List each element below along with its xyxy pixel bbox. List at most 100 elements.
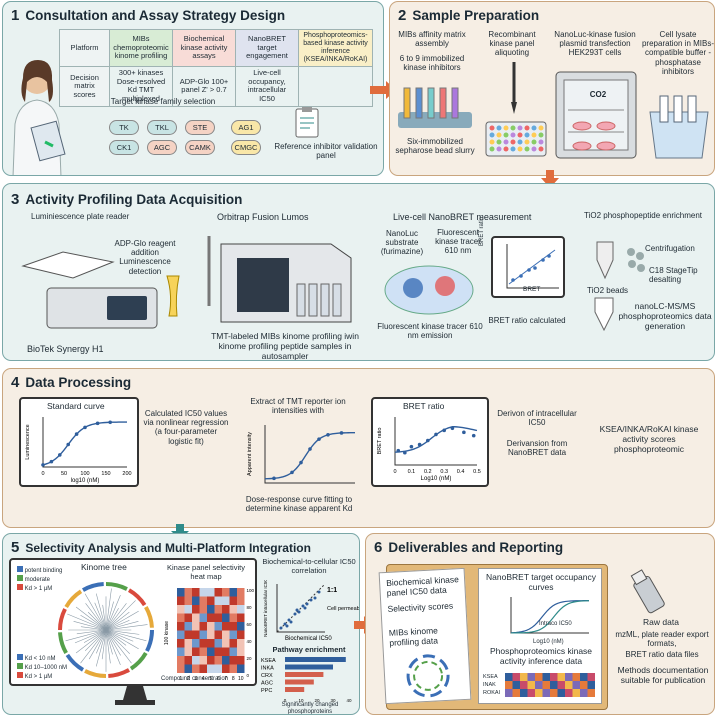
heat-cell [237, 630, 245, 639]
document-biochem: Biochemical kinase panel IC50 data Selec… [378, 567, 472, 705]
tree-branch [94, 602, 107, 631]
heat-cell [214, 588, 222, 597]
inhibitors-label: 6 to 9 immobilized kinase inhibitors [399, 54, 465, 73]
orbitrap-label: Orbitrap Fusion Lumos [217, 212, 309, 222]
heat-cell [214, 613, 222, 622]
mini-kinome-tree [406, 654, 450, 698]
plate-well [538, 132, 544, 138]
path-bar [285, 672, 324, 677]
bret-mini-points [511, 254, 551, 282]
bret-xtick: 0.4 [457, 469, 465, 475]
ph-cell [580, 681, 588, 689]
ph-cell [542, 673, 550, 681]
heat-cell [207, 639, 215, 648]
plate-well [538, 146, 544, 152]
tree-legend-bottom: Kd < 10 nM Kd 10–1000 nM Kd > 1 μM [17, 654, 67, 681]
tree-arc [129, 651, 148, 671]
nanobret-live-label: Live-cell NanoBRET measurement [393, 212, 532, 222]
heat-cell [177, 622, 185, 631]
heat-cell [199, 596, 207, 605]
tree-branch [84, 629, 107, 652]
tio2-beads-label: TiO2 beads [587, 286, 629, 295]
plate-well [524, 139, 530, 145]
heat-cell [192, 596, 200, 605]
biochem-ic50-label: Biochemical kinase panel IC50 data [385, 574, 460, 598]
path-label: AGC [261, 681, 273, 687]
tree-arc [82, 582, 104, 592]
bret-point [396, 448, 401, 453]
heat-cell [192, 639, 200, 648]
occ-axes [510, 597, 589, 634]
bead-slurry-label: Six-immobilized sepharose bead slurry [395, 137, 475, 156]
bret-point [450, 426, 455, 431]
heat-cell [199, 656, 207, 665]
heat-cell [184, 656, 192, 665]
corr-point [309, 598, 313, 602]
heat-cell [214, 622, 222, 631]
occ-curve [510, 600, 590, 634]
reference-panel-label: Reference inhibitor validation panel [274, 142, 378, 161]
corr-ylabel: NanoBRET intracellular IC50 [263, 580, 268, 637]
derivansion-label: Derivansion from NanoBRET data [506, 439, 568, 458]
tree-branch [105, 595, 121, 631]
ph-cell [572, 681, 580, 689]
ph-cell [557, 681, 565, 689]
ph-cell [587, 681, 595, 689]
dose-point [299, 460, 303, 465]
heat-cell [207, 647, 215, 656]
bret-xlabel: Log10 (nM) [421, 476, 452, 482]
decision-matrix-table: Platform MIBs chemoproteomic kinome prof… [59, 28, 373, 107]
corr-point [287, 618, 291, 622]
heat-cell [199, 605, 207, 614]
tree-branch [105, 611, 130, 631]
tree-branch [65, 629, 107, 642]
family-chip-ag1: AG1 [231, 120, 261, 135]
family-title: Target kinase family selection [110, 97, 216, 106]
heatmap-title: Kinase panel selectivity heat map [167, 563, 245, 581]
corr-point [313, 596, 317, 600]
heat-cell [177, 596, 185, 605]
dose-point [339, 431, 344, 435]
col-biochemical: Biochemical kinase activity assays [172, 28, 236, 68]
tube-rack-illustration [398, 87, 472, 128]
heat-cell [207, 588, 215, 597]
tree-arc [84, 669, 107, 678]
plate-well [489, 146, 495, 152]
corr-point [303, 606, 307, 610]
std-xtick: 150 [101, 471, 110, 477]
std-point [58, 453, 62, 457]
ph-cell [557, 689, 565, 697]
arrow-4-5 [171, 524, 189, 540]
tree-branch [105, 624, 148, 631]
plate-well [496, 132, 502, 138]
dose-point [290, 470, 294, 475]
corr-point [283, 622, 287, 626]
plate-well [531, 125, 537, 131]
heat-ytick: 40 [247, 639, 253, 644]
plate-well [510, 125, 516, 131]
heat-cell [222, 605, 230, 614]
family-chip-camk: CAMK [185, 140, 215, 155]
heat-cell [222, 647, 230, 656]
tree-branch [88, 629, 107, 660]
heat-cell [199, 630, 207, 639]
plate-reader-label: Luminiescence plate reader [31, 212, 130, 221]
legend-kd-high: Kd > 1 μM [17, 671, 67, 681]
bret-xtick: 0.3 [440, 469, 448, 475]
bret-xtick: 0.1 [408, 469, 416, 475]
correlation-title: Biochemical-to-cellular IC50 correlation [262, 557, 356, 575]
dose-point [317, 437, 321, 441]
bret-ratio-title: BRET ratio [403, 401, 445, 411]
heat-cell [237, 656, 245, 665]
std-point [66, 442, 70, 447]
eppendorf-icon [594, 297, 614, 332]
tree-branch [105, 629, 140, 635]
mibs-matrix-label: MIBs affinity matrix assembly [398, 30, 466, 49]
heat-cell [177, 588, 185, 597]
path-xtick: 20 [314, 698, 320, 703]
tree-branch [83, 629, 107, 643]
kinome-tree-title: Kinome tree [81, 562, 127, 572]
